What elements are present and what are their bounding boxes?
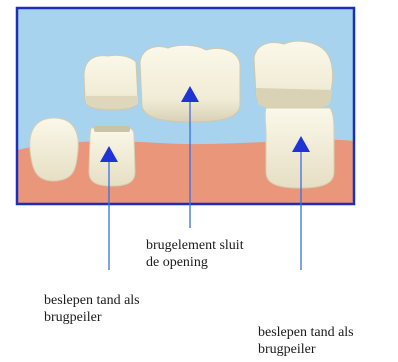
right-abutment-label-line-2: brugpeiler bbox=[258, 341, 354, 358]
left-abutment-label: beslepen tand als brugpeiler bbox=[44, 292, 140, 326]
right-abutment-label: beslepen tand als brugpeiler bbox=[258, 324, 354, 358]
left-abutment-label-line-2: brugpeiler bbox=[44, 309, 140, 326]
natural-tooth bbox=[30, 118, 79, 181]
left-abutment-top bbox=[94, 126, 130, 132]
left-abutment-label-line-1: beslepen tand als bbox=[44, 292, 140, 309]
left-crown-collar bbox=[86, 96, 138, 109]
right-crown-collar bbox=[256, 88, 332, 110]
right-abutment-label-line-1: beslepen tand als bbox=[258, 324, 354, 341]
bridge-label-line-1: brugelement sluit bbox=[146, 237, 244, 254]
bridge-element-label: brugelement sluit de opening bbox=[146, 237, 244, 271]
bridge-label-line-2: de opening bbox=[146, 254, 244, 271]
